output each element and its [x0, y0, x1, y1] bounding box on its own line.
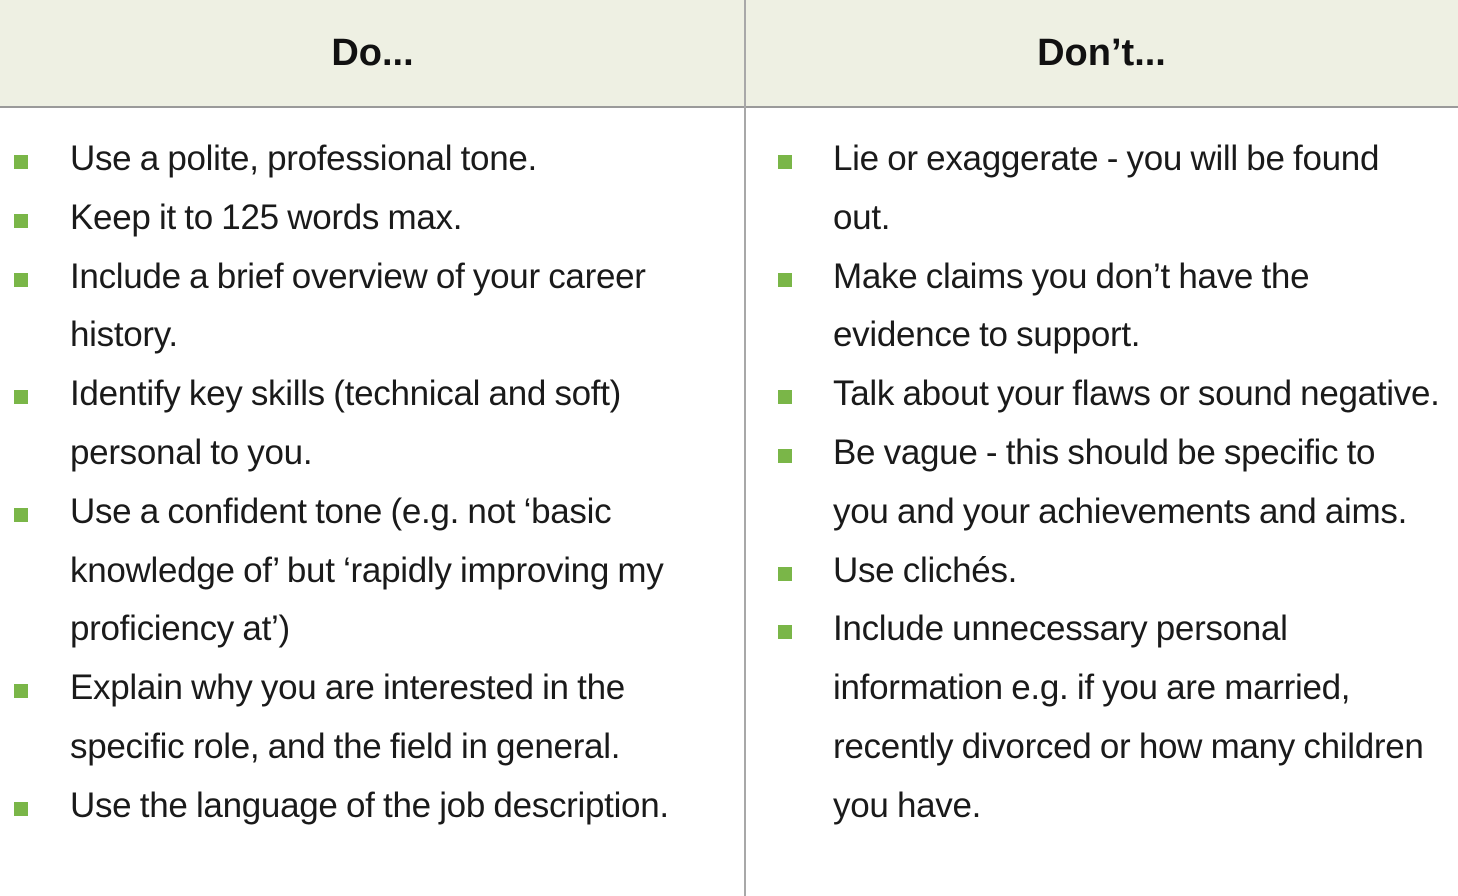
list-item: Make claims you don’t have the evidence … [760, 248, 1458, 366]
square-bullet-icon [14, 213, 28, 228]
list-item: Use a confident tone (e.g. not ‘basic kn… [0, 483, 740, 659]
dont-list: Lie or exaggerate - you will be found ou… [760, 130, 1458, 836]
list-item: Identify key skills (technical and soft)… [0, 365, 740, 483]
list-item: Talk about your flaws or sound negative. [760, 365, 1458, 424]
list-item: Explain why you are interested in the sp… [0, 659, 740, 777]
do-list: Use a polite, professional tone. Keep it… [0, 130, 740, 836]
do-column: Use a polite, professional tone. Keep it… [0, 130, 740, 836]
list-item: Include a brief overview of your career … [0, 248, 740, 366]
header-dont: Don’t... [1037, 31, 1166, 74]
square-bullet-icon [14, 272, 28, 287]
list-item: Use a polite, professional tone. [0, 130, 740, 189]
square-bullet-icon [778, 272, 792, 287]
list-item: Keep it to 125 words max. [0, 189, 740, 248]
list-item: Include unnecessary personal information… [760, 600, 1458, 835]
square-bullet-icon [778, 625, 792, 640]
list-item: Lie or exaggerate - you will be found ou… [760, 130, 1458, 248]
square-bullet-icon [778, 390, 792, 405]
dont-column: Lie or exaggerate - you will be found ou… [760, 130, 1458, 836]
square-bullet-icon [778, 448, 792, 463]
header-do: Do... [331, 31, 414, 74]
list-item: Use the language of the job description. [0, 777, 740, 836]
square-bullet-icon [14, 801, 28, 816]
square-bullet-icon [14, 390, 28, 405]
square-bullet-icon [14, 684, 28, 699]
square-bullet-icon [14, 155, 28, 169]
list-item: Use clichés. [760, 542, 1458, 601]
square-bullet-icon [778, 566, 792, 581]
square-bullet-icon [14, 507, 28, 522]
table-header-row: Do... Don’t... [0, 0, 1458, 108]
column-divider [744, 0, 746, 896]
list-item: Be vague - this should be specific to yo… [760, 424, 1458, 542]
square-bullet-icon [778, 155, 792, 169]
